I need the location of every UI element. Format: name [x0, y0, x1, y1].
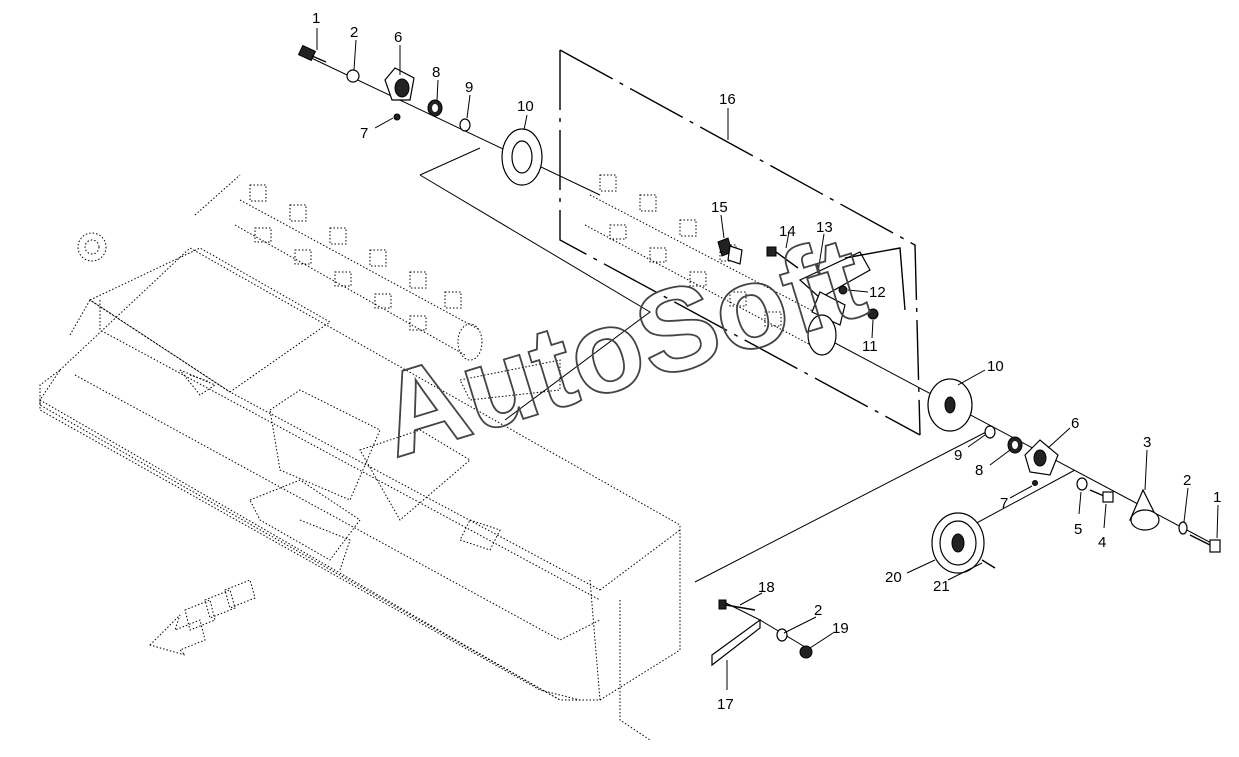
callout-1b: 1 — [1213, 489, 1221, 506]
callout-5: 5 — [1074, 521, 1082, 538]
callout-14: 14 — [779, 223, 796, 240]
part-bearing-6b — [1024, 439, 1059, 476]
part-lever-13 — [798, 247, 906, 326]
callout-12: 12 — [869, 284, 886, 301]
part-washer-2c — [776, 628, 788, 642]
part-pulley-20 — [931, 512, 985, 574]
part-bearing-6a — [384, 67, 415, 101]
callout-2a: 2 — [350, 24, 358, 41]
part-bolt-14 — [766, 246, 799, 269]
watermark-text: AutoSoft — [364, 211, 879, 483]
callout-20: 20 — [885, 569, 902, 586]
part-clip-15 — [717, 237, 743, 265]
callout-7b: 7 — [1000, 495, 1008, 512]
part-flange-10a — [501, 128, 543, 186]
part-bolt-18 — [718, 599, 756, 611]
part-nut-11 — [867, 308, 879, 320]
callout-10b: 10 — [987, 358, 1004, 375]
callout-3: 3 — [1143, 434, 1151, 451]
direction-arrow-icon — [149, 579, 256, 657]
part-ring-9a — [459, 118, 471, 132]
rotor-left — [194, 174, 483, 361]
part-bolt-1b — [1189, 534, 1221, 553]
part-grease-nipple-7b — [1032, 480, 1038, 486]
callout-2c: 2 — [814, 602, 822, 619]
rotor-housing — [39, 232, 681, 741]
callout-1a: 1 — [312, 10, 320, 27]
callout-8b: 8 — [975, 462, 983, 479]
part-seal-8a — [427, 99, 443, 117]
part-key-21 — [981, 559, 996, 569]
rotor-right — [584, 174, 831, 351]
callout-13: 13 — [816, 219, 833, 236]
part-shield-17 — [711, 618, 761, 667]
callout-11: 11 — [862, 338, 878, 355]
callout-18: 18 — [758, 579, 775, 596]
callout-10a: 10 — [517, 98, 534, 115]
rotor-end-cap — [807, 314, 837, 356]
part-washer-5 — [1076, 477, 1088, 491]
part-flange-10b — [927, 378, 973, 432]
callout-6b: 6 — [1071, 415, 1079, 432]
part-ring-9b — [984, 425, 996, 439]
part-nut-19 — [799, 645, 813, 659]
leader-lines — [316, 28, 1219, 690]
callout-4: 4 — [1098, 534, 1106, 551]
callout-labels: 1 2 6 8 9 10 7 16 15 14 13 12 11 10 6 9 … — [312, 10, 1221, 713]
part-grease-nipple-7a — [393, 113, 401, 121]
callout-19: 19 — [832, 620, 849, 637]
callout-9a: 9 — [465, 79, 473, 96]
part-washer-2a — [346, 69, 360, 83]
group-16-bracket — [559, 49, 921, 436]
part-seal-8b — [1007, 436, 1023, 454]
part-bolt-1a — [297, 44, 327, 63]
callout-7a: 7 — [360, 125, 368, 142]
callout-15: 15 — [711, 199, 728, 216]
callout-6a: 6 — [394, 29, 402, 46]
part-washer-2b — [1178, 521, 1188, 535]
part-bolt-4 — [1089, 489, 1114, 503]
callout-9b: 9 — [954, 447, 962, 464]
callout-8a: 8 — [432, 64, 440, 81]
part-cover-3 — [1129, 488, 1160, 531]
callout-2b: 2 — [1183, 472, 1191, 489]
callout-16: 16 — [719, 91, 736, 108]
callout-17: 17 — [717, 696, 734, 713]
callout-21: 21 — [933, 578, 950, 595]
part-pin-12 — [838, 285, 848, 295]
